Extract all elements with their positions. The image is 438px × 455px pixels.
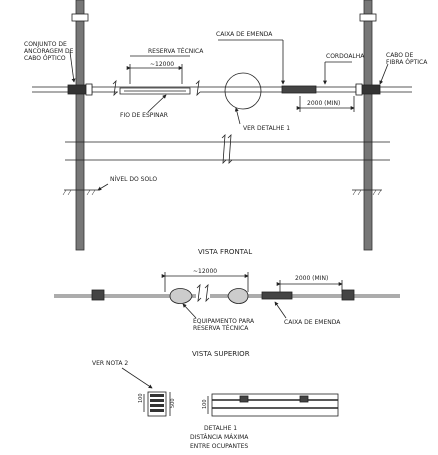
label-detalhe-1: DETALHE 1 bbox=[204, 425, 237, 432]
title-vista-frontal: VISTA FRONTAL bbox=[198, 248, 252, 256]
label-conjunto-1: CONJUNTO DE bbox=[24, 41, 67, 48]
reserve-equipment-left bbox=[169, 288, 193, 304]
label-dim-12000-front: ~12000 bbox=[150, 61, 174, 68]
right-pole bbox=[363, 0, 373, 251]
front-view bbox=[32, 0, 412, 251]
detail-1-frame bbox=[211, 393, 339, 417]
top-view-labels: ~12000 2000 (MIN) EQUIPAMENTO PARA RESER… bbox=[192, 268, 341, 358]
label-equipamento-2: RESERVA TÉCNICA bbox=[193, 324, 249, 332]
label-conjunto-3: CABO ÓPTICO bbox=[24, 55, 66, 62]
detail-note-group bbox=[121, 367, 339, 417]
top-right-anchor bbox=[341, 289, 355, 301]
label-fio-espinar: FIO DE ESPINAR bbox=[120, 112, 168, 119]
top-view bbox=[54, 272, 400, 319]
label-dim-500: 500 bbox=[170, 398, 176, 408]
label-ver-detalhe: VER DETALHE 1 bbox=[243, 125, 290, 132]
splice-box bbox=[281, 85, 317, 94]
label-reserva-tecnica: RESERVA TÉCNICA bbox=[148, 47, 204, 55]
detail-labels: VER NOTA 2 100 500 100 DETALHE 1 DISTÂNC… bbox=[92, 360, 249, 450]
front-view-labels: CONJUNTO DE ANCORAGEM DE CABO ÓPTICO RES… bbox=[24, 31, 428, 256]
label-caixa-emenda-top: CAIXA DE EMENDA bbox=[284, 319, 341, 326]
label-conjunto-2: ANCORAGEM DE bbox=[24, 48, 74, 55]
label-cabo-fibra-2: FIBRA ÓPTICA bbox=[386, 59, 428, 66]
top-left-anchor bbox=[91, 289, 105, 301]
label-nivel-solo: NÍVEL DO SOLO bbox=[110, 176, 157, 183]
label-dim-100: 100 bbox=[138, 393, 144, 403]
label-equipamento-1: EQUIPAMENTO PARA bbox=[193, 318, 255, 325]
label-cabo-fibra-1: CABO DE bbox=[386, 52, 414, 59]
label-dim-12000-top: ~12000 bbox=[193, 268, 217, 275]
reserve-equipment-right bbox=[227, 288, 249, 304]
label-dim-2000-top: 2000 (MIN) bbox=[295, 275, 328, 282]
label-detalhe-3: ENTRE OCUPANTES bbox=[190, 443, 248, 450]
label-dim-100-right: 100 bbox=[202, 399, 208, 409]
title-vista-superior: VISTA SUPERIOR bbox=[192, 350, 250, 358]
label-detalhe-2: DISTÂNCIA MÁXIMA bbox=[190, 434, 249, 441]
left-pole-top-bracket bbox=[71, 13, 89, 22]
label-ver-nota: VER NOTA 2 bbox=[92, 360, 128, 367]
right-pole-top-bracket bbox=[359, 13, 377, 22]
label-caixa-emenda-front: CAIXA DE EMENDA bbox=[216, 31, 273, 38]
label-cordoalha: CORDOALHA bbox=[326, 53, 365, 60]
left-pole bbox=[75, 0, 85, 251]
top-splice-box bbox=[261, 291, 293, 300]
label-dim-2000-front: 2000 (MIN) bbox=[307, 100, 340, 107]
reserve-loop bbox=[119, 87, 191, 95]
detail-circle bbox=[224, 72, 262, 110]
